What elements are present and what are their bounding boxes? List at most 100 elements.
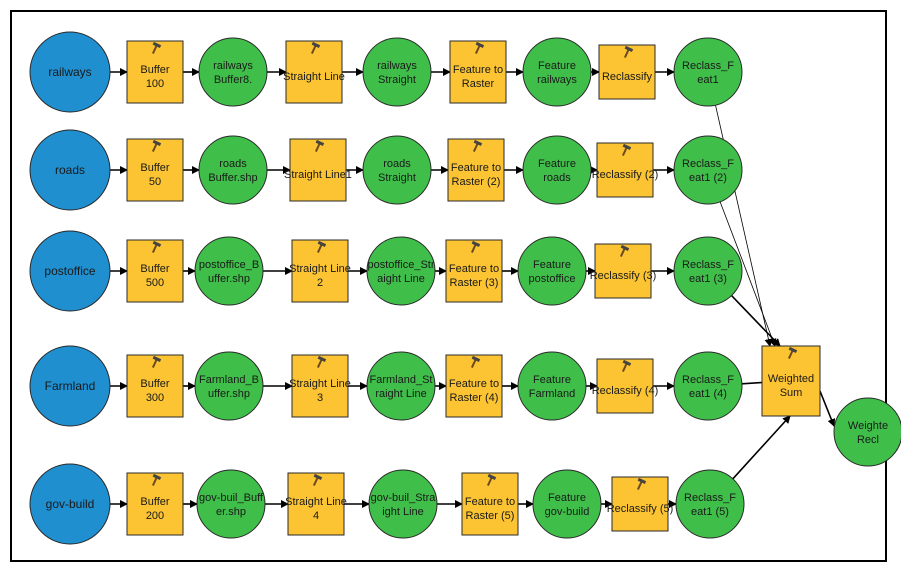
row1-buffer-tool-label: 100: [146, 78, 164, 90]
row4-straight-line-tool-label: Straight Line: [289, 378, 351, 390]
row5-buffer-tool-label: 200: [146, 510, 164, 522]
row3-reclassify-tool[interactable]: Reclassify (3): [590, 243, 657, 299]
row5-reclass-output-label: Reclass_F: [684, 492, 736, 504]
row5-feature-raster-output-label: Feature: [548, 492, 586, 504]
row2-straight-line-output-label: Straight: [378, 172, 416, 184]
row5-feature-raster-output-label: gov-build: [545, 506, 590, 518]
row5-buffer-output[interactable]: gov-buil_Buffer.shp: [196, 469, 266, 539]
row1-input-dataset[interactable]: railways: [29, 31, 111, 113]
row2-reclass-output-shape: [673, 135, 743, 205]
row4-reclassify-tool[interactable]: Reclassify (4): [592, 358, 659, 414]
row4-feature-to-raster-tool[interactable]: Feature to Raster (4): [445, 354, 503, 418]
row3-input-dataset[interactable]: postoffice: [29, 230, 111, 312]
row5-reclassify-tool[interactable]: Reclassify (5): [607, 476, 674, 532]
row2-feature-to-raster-tool-tool-icon: [472, 139, 483, 152]
row3-straight-line-output-label: aight Line: [377, 273, 425, 285]
row1-straight-line-tool-tool-icon: [310, 41, 321, 54]
row1-reclassify-tool[interactable]: Reclassify: [598, 44, 656, 100]
row5-straight-line-output[interactable]: gov-buil_Straight Line: [368, 469, 438, 539]
row3-reclassify-tool-label: Reclassify (3): [590, 270, 657, 282]
row3-buffer-output[interactable]: postoffice_Buffer.shp: [194, 236, 264, 306]
row4-buffer-tool-label: Buffer: [140, 378, 169, 390]
row2-feature-raster-output-label: roads: [543, 172, 571, 184]
row3-input-dataset-shape: [29, 230, 111, 312]
row5-feature-raster-output[interactable]: Feature gov-build: [532, 469, 602, 539]
row4-input-dataset-shape: [29, 345, 111, 427]
row2-feature-raster-output[interactable]: Feature roads: [522, 135, 592, 205]
row3-buffer-output-shape: [194, 236, 264, 306]
row2-feature-raster-output-label: Feature: [538, 158, 576, 170]
row2-feature-to-raster-tool-label: Raster (2): [452, 176, 501, 188]
row2-feature-to-raster-tool-label: Feature to: [451, 162, 501, 174]
row5-input-dataset[interactable]: gov-build: [29, 463, 111, 545]
row2-buffer-output-shape: [198, 135, 268, 205]
row3-feature-to-raster-tool-label: Feature to: [449, 263, 499, 275]
row4-input-dataset[interactable]: Farmland: [29, 345, 111, 427]
row5-buffer-output-shape: [196, 469, 266, 539]
row4-straight-line-tool-tool-icon: [316, 355, 327, 368]
weighted-sum-tool-tool-icon: [787, 346, 798, 359]
row4-straight-line-output[interactable]: Farmland_Straight Line: [366, 351, 436, 421]
row4-buffer-output[interactable]: Farmland_Buffer.shp: [194, 351, 264, 421]
row3-feature-raster-output-shape: [517, 236, 587, 306]
row4-buffer-tool-tool-icon: [151, 355, 162, 368]
row2-feature-to-raster-tool[interactable]: Feature to Raster (2): [447, 138, 505, 202]
row2-input-dataset[interactable]: roads: [29, 129, 111, 211]
row2-straight-line-tool[interactable]: Straight Line1: [284, 138, 352, 202]
row3-feature-raster-output-label: postoffice: [529, 273, 576, 285]
row1-buffer-output-label: Buffer8.: [214, 74, 252, 86]
row4-straight-line-tool[interactable]: Straight Line 3: [289, 354, 351, 418]
row4-reclassify-tool-tool-icon: [621, 359, 632, 372]
row2-reclassify-tool[interactable]: Reclassify (2): [592, 142, 659, 198]
row5-buffer-output-label: gov-buil_Buff: [199, 492, 264, 504]
row3-straight-line-tool-tool-icon: [316, 240, 327, 253]
row5-straight-line-tool-tool-icon: [312, 473, 323, 486]
row4-straight-line-output-shape: [366, 351, 436, 421]
row4-feature-to-raster-tool-label: Feature to: [449, 378, 499, 390]
row5-straight-line-output-label: gov-buil_Stra: [371, 492, 437, 504]
row1-buffer-tool-label: Buffer: [140, 64, 169, 76]
row4-reclass-output-label: Reclass_F: [682, 374, 734, 386]
row4-reclassify-tool-label: Reclassify (4): [592, 385, 659, 397]
row5-input-dataset-shape: [29, 463, 111, 545]
row3-straight-line-output-label: postoffice_Str: [367, 259, 434, 271]
row3-straight-line-output[interactable]: postoffice_Straight Line: [366, 236, 436, 306]
row2-buffer-output-label: roads: [219, 158, 247, 170]
row5-reclass-output-shape: [675, 469, 745, 539]
row1-straight-line-tool[interactable]: Straight Line: [283, 40, 345, 104]
row4-straight-line-tool-label: 3: [317, 392, 323, 404]
weighted-output-shape: [833, 397, 901, 467]
row5-straight-line-output-label: ight Line: [382, 506, 424, 518]
row1-straight-line-output-label: railways: [377, 60, 417, 72]
row4-feature-to-raster-tool-label: Raster (4): [450, 392, 499, 404]
row4-buffer-output-shape: [194, 351, 264, 421]
row1-straight-line-output-label: Straight: [378, 74, 416, 86]
row3-feature-to-raster-tool-tool-icon: [470, 240, 481, 253]
row1-buffer-tool[interactable]: Buffer 100: [126, 40, 184, 104]
row5-reclassify-tool-tool-icon: [636, 477, 647, 490]
row5-feature-raster-output-shape: [532, 469, 602, 539]
